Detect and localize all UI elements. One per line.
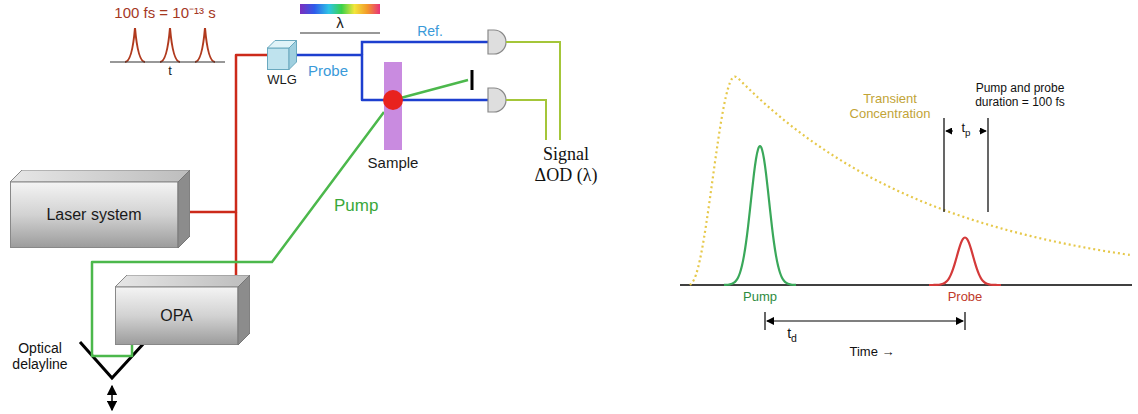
beam-path — [190, 55, 267, 212]
sample-cell: Sample — [362, 62, 424, 174]
duration-arrow — [946, 131, 953, 132]
delay-tick — [964, 312, 965, 330]
cube-shape — [267, 40, 297, 70]
duration-marker — [943, 118, 944, 212]
box-side — [238, 275, 250, 345]
annotation: Pump and probe duration = 100 fs — [957, 82, 1083, 110]
node-label: WLG — [258, 72, 306, 87]
annotation: Probe — [940, 290, 990, 305]
drawing-part — [125, 28, 145, 62]
delay-tick — [764, 312, 765, 330]
time-axis — [680, 284, 1132, 286]
sample-band — [384, 62, 402, 150]
beam-path — [235, 212, 238, 275]
crystal-cube: WLG — [258, 40, 306, 90]
box-front — [11, 182, 179, 248]
cube-side — [289, 41, 297, 70]
drawing-part — [195, 28, 215, 62]
box-front — [116, 287, 239, 345]
spectrum-bar — [300, 4, 380, 14]
annotation: Pump — [735, 290, 785, 305]
signal-wire — [506, 100, 546, 140]
retro-mirror — [80, 342, 145, 378]
node-label: OPA — [115, 287, 238, 345]
drawing-part — [160, 28, 180, 62]
box-top — [115, 275, 250, 287]
annotation: Ref. — [410, 23, 450, 39]
beam-label: Probe — [306, 62, 350, 79]
probe-pulse — [929, 237, 1001, 285]
detector — [488, 30, 506, 54]
signal-wire — [506, 42, 560, 140]
reference-beam — [362, 42, 488, 55]
annotation: Signal ΔOD (λ) — [524, 144, 608, 185]
annotation: 100 fs = 10⁻¹³ s — [85, 4, 245, 21]
annotation: λ — [328, 14, 352, 31]
duration-marker — [987, 118, 988, 212]
annotation: td — [780, 325, 804, 341]
instrument-box: Laser system — [10, 170, 190, 248]
node-label: Sample — [362, 154, 424, 171]
pump-pulse — [724, 146, 796, 285]
cube-front — [268, 48, 290, 70]
box-side — [178, 170, 190, 248]
annotation: tp — [956, 121, 976, 136]
instrument-box: OPA — [115, 275, 250, 345]
annotation: Optical delayline — [4, 340, 76, 372]
travel-arrow — [111, 386, 113, 410]
spectrum-axis — [300, 32, 380, 33]
transient-plot — [690, 77, 1130, 285]
box-top — [10, 170, 190, 182]
delay-arrow — [767, 320, 963, 321]
time-axis — [110, 61, 225, 62]
concentration-curve — [690, 77, 1130, 285]
annotation: Time → — [837, 345, 907, 360]
excitation-spot — [383, 90, 403, 110]
pulse-train — [125, 28, 215, 62]
beam-path — [297, 55, 384, 100]
annotation: t — [160, 64, 180, 79]
probe-beam — [402, 99, 488, 102]
detector — [488, 88, 506, 112]
duration-arrow — [979, 131, 986, 132]
node-label: Laser system — [10, 182, 178, 248]
annotation: Transient Concentration — [830, 92, 950, 122]
beam-block — [471, 70, 474, 90]
beam-label: Pump — [332, 196, 380, 216]
pump-beam — [393, 80, 468, 100]
